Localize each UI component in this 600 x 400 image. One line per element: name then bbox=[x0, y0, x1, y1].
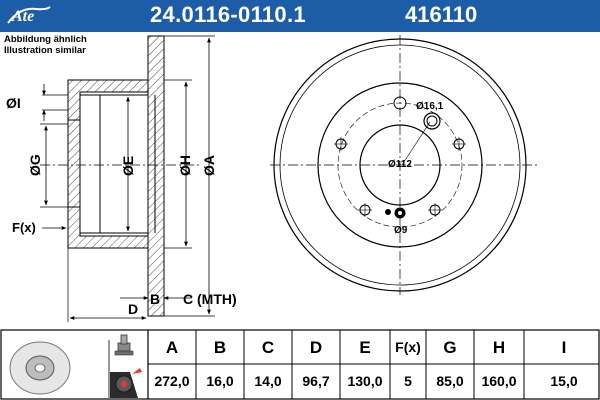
table-value-F: 5 bbox=[404, 373, 412, 389]
label-H: ØH bbox=[177, 155, 193, 176]
part-number: 24.0116-0110.1 bbox=[150, 2, 306, 27]
bolt-icon bbox=[114, 334, 134, 356]
reference-number: 416110 bbox=[405, 2, 478, 27]
label-G: ØG bbox=[27, 154, 43, 176]
label-A: ØA bbox=[201, 155, 217, 176]
table-value-H: 160,0 bbox=[481, 373, 517, 389]
bolt-holes bbox=[334, 96, 466, 219]
product-thumbnail bbox=[9, 334, 142, 398]
table-value-C: 14,0 bbox=[254, 373, 282, 389]
table-header-H: H bbox=[492, 338, 506, 357]
table-header-B: B bbox=[213, 338, 227, 357]
label-hole-large: Ø16,1 bbox=[416, 101, 444, 112]
label-F: F(x) bbox=[12, 220, 36, 235]
ate-logo-icon: Ate bbox=[7, 6, 51, 25]
friction-ring-section bbox=[147, 35, 165, 317]
cross-section-view: ØI ØG ØE ØH ØA F(x) B C (MTH) D bbox=[6, 35, 237, 322]
table-value-A: 272,0 bbox=[154, 373, 190, 389]
front-view: Ø112 Ø16,1 Ø9 bbox=[270, 35, 540, 295]
table-value-E: 130,0 bbox=[347, 373, 383, 389]
center-bore-circle bbox=[359, 124, 441, 206]
table-header-G: G bbox=[443, 338, 457, 357]
table-header-F: F(x) bbox=[395, 339, 421, 355]
table-header-E: E bbox=[359, 338, 371, 357]
table-value-B: 16,0 bbox=[206, 373, 234, 389]
wheel-hub-icon bbox=[110, 368, 142, 398]
outer-diameter-circle bbox=[273, 38, 527, 292]
label-hole-small: Ø9 bbox=[394, 225, 408, 236]
header-bar: Ate 24.0116-0110.1 416110 bbox=[0, 0, 600, 32]
note-english: Illustration similar bbox=[4, 45, 86, 56]
label-C: C (MTH) bbox=[183, 291, 237, 307]
table-value-I: 15,0 bbox=[550, 373, 578, 389]
spec-table: A B C D E F(x) G H I 272,0 16,0 14,0 96,… bbox=[148, 330, 600, 400]
table-value-G: 85,0 bbox=[436, 373, 464, 389]
table-header-A: A bbox=[165, 338, 179, 357]
table-header-C: C bbox=[261, 338, 275, 357]
table-header-I: I bbox=[561, 338, 567, 357]
label-E: ØE bbox=[120, 156, 136, 176]
ate-logo: Ate bbox=[6, 3, 52, 27]
note-german: Abbildung ähnlich bbox=[4, 34, 87, 45]
spec-table-grid bbox=[0, 329, 600, 400]
table-value-D: 96,7 bbox=[302, 373, 330, 389]
table-header-D: D bbox=[309, 338, 323, 357]
label-B: B bbox=[150, 291, 160, 307]
label-bolt-circle: Ø112 bbox=[388, 159, 412, 170]
label-D: D bbox=[128, 301, 138, 317]
hat-diameter-circle bbox=[317, 82, 483, 248]
logo-text: Ate bbox=[11, 8, 34, 25]
label-I: ØI bbox=[6, 95, 21, 111]
